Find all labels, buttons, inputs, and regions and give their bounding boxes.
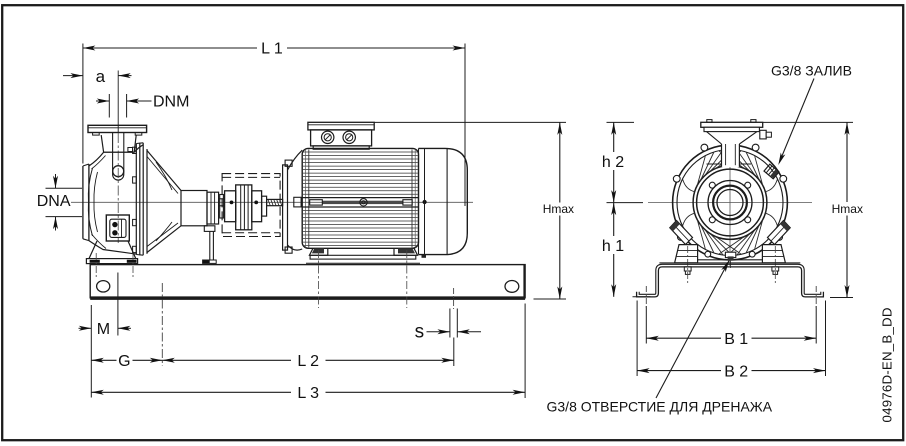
- svg-text:Hmax: Hmax: [832, 202, 863, 216]
- svg-text:04976D-EN_B_DD: 04976D-EN_B_DD: [880, 307, 895, 422]
- svg-text:DNM: DNM: [153, 94, 189, 111]
- svg-text:h 2: h 2: [602, 154, 624, 171]
- svg-text:L 3: L 3: [297, 385, 319, 402]
- svg-text:G3/8 ЗАЛИВ: G3/8 ЗАЛИВ: [771, 63, 852, 79]
- svg-text:DNA: DNA: [37, 193, 71, 210]
- svg-text:G3/8 ОТВЕРСТИЕ ДЛЯ ДРЕНАЖА: G3/8 ОТВЕРСТИЕ ДЛЯ ДРЕНАЖА: [547, 399, 773, 415]
- svg-text:Hmax: Hmax: [543, 202, 574, 216]
- svg-text:B 1: B 1: [724, 331, 748, 348]
- svg-text:L 1: L 1: [261, 41, 283, 58]
- svg-text:s: s: [415, 322, 425, 343]
- svg-text:B 2: B 2: [724, 364, 748, 381]
- svg-text:M: M: [97, 321, 110, 338]
- svg-text:a: a: [96, 67, 106, 86]
- svg-text:h 1: h 1: [602, 238, 624, 255]
- svg-text:G: G: [118, 353, 130, 370]
- svg-text:L 2: L 2: [297, 353, 319, 370]
